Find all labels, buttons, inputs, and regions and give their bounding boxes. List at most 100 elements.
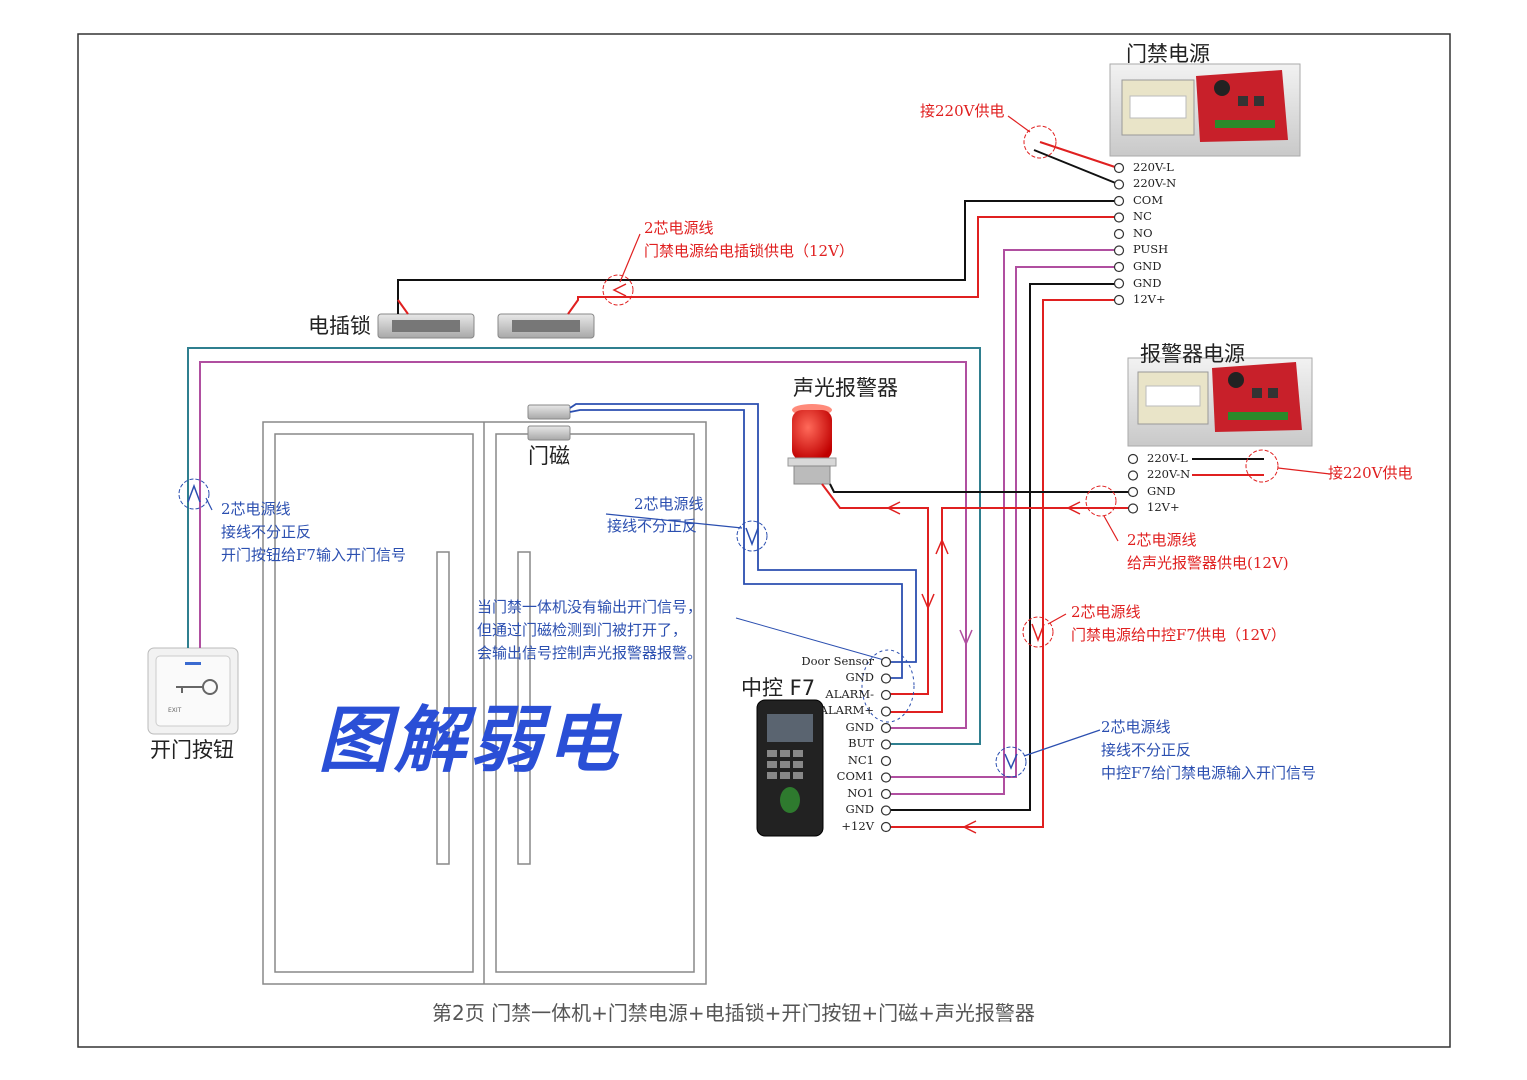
page-caption: 第2页 门禁一体机+门禁电源+电插锁+开门按钮+门磁+声光报警器 [432,1001,1035,1025]
access-power-supply-image [1109,63,1301,157]
door-sensor-title: 门磁 [528,444,570,468]
door-sensor-wire-2 [569,409,903,679]
ap-terminal-12v: 12V+ [1133,292,1166,306]
annotation-exit-wire-1: 2芯电源线 [221,500,291,518]
door-sensor-wire-1 [569,403,917,663]
access-power-terminal-screw [1113,278,1125,289]
f7-terminal-nc1: NC1 [847,753,874,767]
annotation-alarm-note-3: 会输出信号控制声光报警器报警。 [477,644,703,662]
annotation-f7-power-1: 2芯电源线 [1071,603,1141,621]
f7-terminal-com1: COM1 [836,769,874,783]
f7-terminal-gnd-2: GND [845,720,874,734]
f7-controller-image [756,699,824,837]
f7-terminal-no1: NO1 [847,786,874,800]
strobe-title: 声光报警器 [793,376,898,400]
mains-wire-access [1033,141,1119,185]
exit-button-title: 开门按钮 [150,738,234,762]
alp-terminal-220v-n: 220V-N [1147,467,1191,481]
annotation-lock-wire-2: 门禁电源给电插锁供电（12V） [644,242,854,260]
access-power-terminal-screw [1113,245,1125,256]
page-frame [77,33,1451,1048]
access-power-terminal-screw [1113,294,1125,306]
controller-title: 中控 F7 [741,676,816,700]
controller-terminal-screw [880,706,892,717]
access-power-terminal-screw [1113,162,1125,174]
magnetic-lock-image [377,313,595,339]
annotation-push-wire-2: 接线不分正反 [1101,741,1192,759]
alp-terminal-gnd: GND [1147,484,1176,498]
f7-power-red [890,299,1118,828]
ap-terminal-220v-l: 220V-L [1133,160,1174,174]
controller-terminal-screw [880,722,892,734]
controller-terminal-screw [880,739,892,750]
door-sensor-image [527,404,571,441]
annotation-push-wire-3: 中控F7给门禁电源输入开门信号 [1101,764,1316,782]
f7-power-black [890,283,1118,811]
strobe-wire-black [829,483,1135,493]
annotation-exit-wire-2: 接线不分正反 [221,523,312,541]
strobe-alarm-image [787,404,837,485]
access-power-terminal-screw [1113,179,1125,190]
ap-terminal-push: PUSH [1133,242,1169,256]
lock-title: 电插锁 [308,314,371,338]
lock-wire-red [567,216,1118,315]
annotation-exit-wire-3: 开门按钮给F7输入开门信号 [221,546,406,564]
exit-button-image: EXIT [147,647,239,735]
ap-terminal-gnd-2: GND [1133,276,1162,290]
mains-wire-alarm [1192,458,1264,476]
alarm-power-supply-image [1127,357,1313,447]
annotation-mains-alarm: 接220V供电 [1328,464,1413,482]
controller-terminal-screw [880,772,892,783]
access-power-terminal-screw [1113,195,1125,207]
f7-terminal-gnd-1: GND [845,670,874,684]
annotation-strobe-wire-2: 给声光报警器供电(12V) [1127,554,1289,572]
annotation-mains-access: 接220V供电 [920,102,1005,120]
ap-terminal-220v-n: 220V-N [1133,176,1177,190]
annotation-strobe-wire-1: 2芯电源线 [1127,531,1197,549]
double-door [262,421,707,985]
strobe-wire-red [821,483,929,695]
mains-cut-circle-1 [1023,125,1057,159]
alp-terminal-220v-l: 220V-L [1147,451,1188,465]
annotation-sensor-wire-2: 接线不分正反 [607,517,698,535]
strobe-wire-red-2 [890,507,1135,713]
push-wire-magenta [890,249,1118,795]
alarm-power-terminal-screw [1127,470,1139,481]
ap-terminal-com: COM [1133,193,1164,207]
annotation-alarm-note-1: 当门禁一体机没有输出开门信号， [477,598,703,616]
ap-terminal-gnd-1: GND [1133,259,1162,273]
f7-terminal-alarm-plus: ALARM+ [819,703,874,717]
annotation-sensor-wire-1: 2芯电源线 [634,495,704,513]
alp-terminal-12v: 12V+ [1147,500,1180,514]
terminal-circles [880,162,1139,833]
ap-terminal-no: NO [1133,226,1153,240]
f7-terminal-door-sensor: Door Sensor [801,654,874,668]
controller-terminal-screw [880,755,892,767]
access-power-terminal-screw [1113,261,1125,273]
annotation-lock-wire-1: 2芯电源线 [644,219,714,237]
exit-button-wire-teal [187,347,981,745]
annotation-f7-power-2: 门禁电源给中控F7供电（12V） [1071,626,1286,644]
f7-terminal-12v: +12V [841,819,874,833]
controller-terminal-screw [880,673,892,684]
alarm-power-title: 报警器电源 [1140,342,1245,366]
access-power-terminal-screw [1113,228,1125,240]
push-wire-gnd-magenta [890,266,1118,778]
alarm-power-terminal-screw [1127,453,1139,465]
alarm-power-terminal-screw [1127,503,1139,514]
annotation-push-wire-1: 2芯电源线 [1101,718,1171,736]
exit-button-wire-magenta [199,361,967,729]
access-power-terminal-screw [1113,212,1125,223]
ap-terminal-nc: NC [1133,209,1152,223]
access-power-title: 门禁电源 [1126,42,1210,66]
controller-terminal-screw [880,788,892,800]
annotation-alarm-note-2: 但通过门磁检测到门被打开了， [477,621,688,639]
controller-terminal-screw [880,656,892,668]
f7-terminal-gnd-3: GND [845,802,874,816]
f7-terminal-alarm-minus: ALARM- [825,687,874,701]
controller-terminal-screw [880,689,892,701]
svg-text:EXIT: EXIT [168,707,182,714]
lock-wire-black [397,200,1118,314]
alarm-power-terminal-screw [1127,486,1139,498]
